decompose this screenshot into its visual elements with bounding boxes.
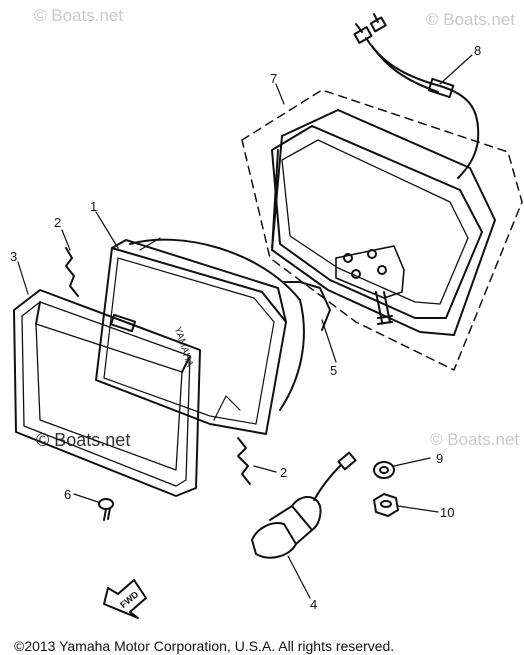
callout-9: 9 — [436, 451, 444, 466]
callout-3: 3 — [10, 249, 18, 264]
spring-clip-lower — [237, 437, 251, 485]
nut-10 — [373, 493, 399, 517]
watermark-top-left: © Boats.net — [34, 6, 124, 25]
wire-harness — [353, 13, 480, 179]
callout-2-upper: 2 — [54, 215, 62, 230]
nut-9 — [373, 461, 395, 479]
fwd-arrow — [103, 579, 147, 619]
callout-5: 5 — [330, 363, 338, 378]
headlight-rim — [13, 289, 201, 497]
callout-8: 8 — [474, 43, 482, 58]
spring-clip-upper — [65, 247, 79, 297]
callout-2-lower: 2 — [280, 465, 288, 480]
headlight-case — [241, 89, 523, 371]
copyright-notice: ©2013 Yamaha Motor Corporation, U.S.A. A… — [14, 638, 395, 654]
watermark-mid-right: © Boats.net — [430, 430, 520, 449]
watermark-top-right: © Boats.net — [426, 10, 516, 29]
callout-7: 7 — [270, 71, 278, 86]
leader-lines — [17, 54, 473, 599]
wire-clip — [283, 281, 331, 331]
screw-6 — [98, 498, 114, 521]
callout-6: 6 — [64, 487, 72, 502]
callout-4: 4 — [310, 597, 318, 612]
bulb-assembly — [251, 451, 357, 559]
callout-10: 10 — [440, 505, 455, 520]
sealed-beam-unit — [95, 237, 305, 435]
callout-1: 1 — [90, 199, 98, 214]
